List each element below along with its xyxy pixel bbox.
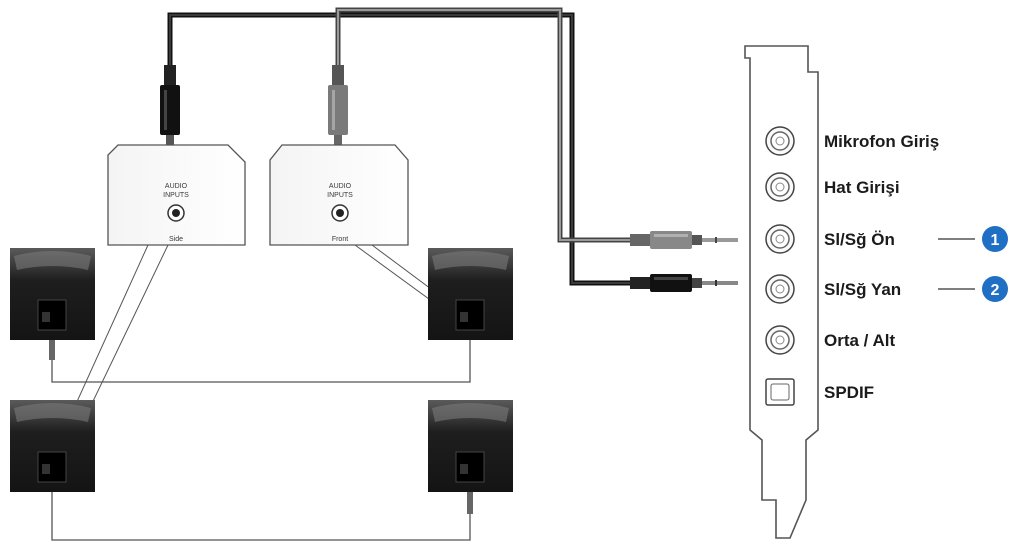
port-3: Sl/Sğ Yan 2: [765, 274, 1008, 304]
callout-lines: [45, 244, 471, 471]
port-label: SPDIF: [824, 383, 874, 402]
port-1: Hat Girişi: [765, 172, 900, 202]
side-box-line2: INPUTS: [163, 192, 189, 199]
cable-side: [167, 12, 645, 286]
port-label: Hat Girişi: [824, 178, 900, 197]
badge-number: 2: [991, 282, 1000, 299]
plug-side-vertical: [160, 65, 180, 177]
port-label: Mikrofon Giriş: [824, 132, 939, 151]
port-label: Sl/Sğ Ön: [824, 230, 895, 249]
audio-jack-hole: [775, 284, 785, 294]
port-5: SPDIF: [765, 378, 874, 406]
front-box-line1: AUDIO: [329, 183, 352, 190]
side-box-line1: AUDIO: [165, 183, 188, 190]
port-0: Mikrofon Giriş: [765, 126, 939, 156]
plug-side-horizontal: [630, 274, 738, 292]
port-label: Sl/Sğ Yan: [824, 280, 901, 299]
audio-jack-hole: [775, 234, 785, 244]
speaker-wires: [51, 325, 471, 541]
audio-jack-hole: [775, 182, 785, 192]
front-box-line2: INPUTS: [327, 192, 353, 199]
side-box-label: Side: [169, 236, 183, 243]
audio-jack-hole: [775, 136, 785, 146]
badge-number: 1: [991, 232, 1000, 249]
speaker-side-right: [428, 400, 513, 514]
speaker-front-right: [428, 248, 513, 340]
amp-input-box-side: AUDIO INPUTS Side: [107, 144, 246, 246]
speaker-side-left: [10, 400, 95, 492]
port-label: Orta / Alt: [824, 331, 895, 350]
audio-jack-hole: [775, 335, 785, 345]
amp-input-box-front: AUDIO INPUTS Front: [269, 144, 409, 246]
number-badge: [982, 226, 1008, 252]
cable-front: [335, 7, 645, 243]
port-2: Sl/Sğ Ön 1: [765, 224, 1008, 254]
number-badge: [982, 276, 1008, 302]
front-box-label: Front: [332, 236, 348, 243]
speaker-front-left: [10, 248, 95, 360]
plug-front-horizontal: [630, 231, 738, 249]
port-4: Orta / Alt: [765, 325, 895, 355]
spdif-port-inner: [770, 383, 790, 401]
